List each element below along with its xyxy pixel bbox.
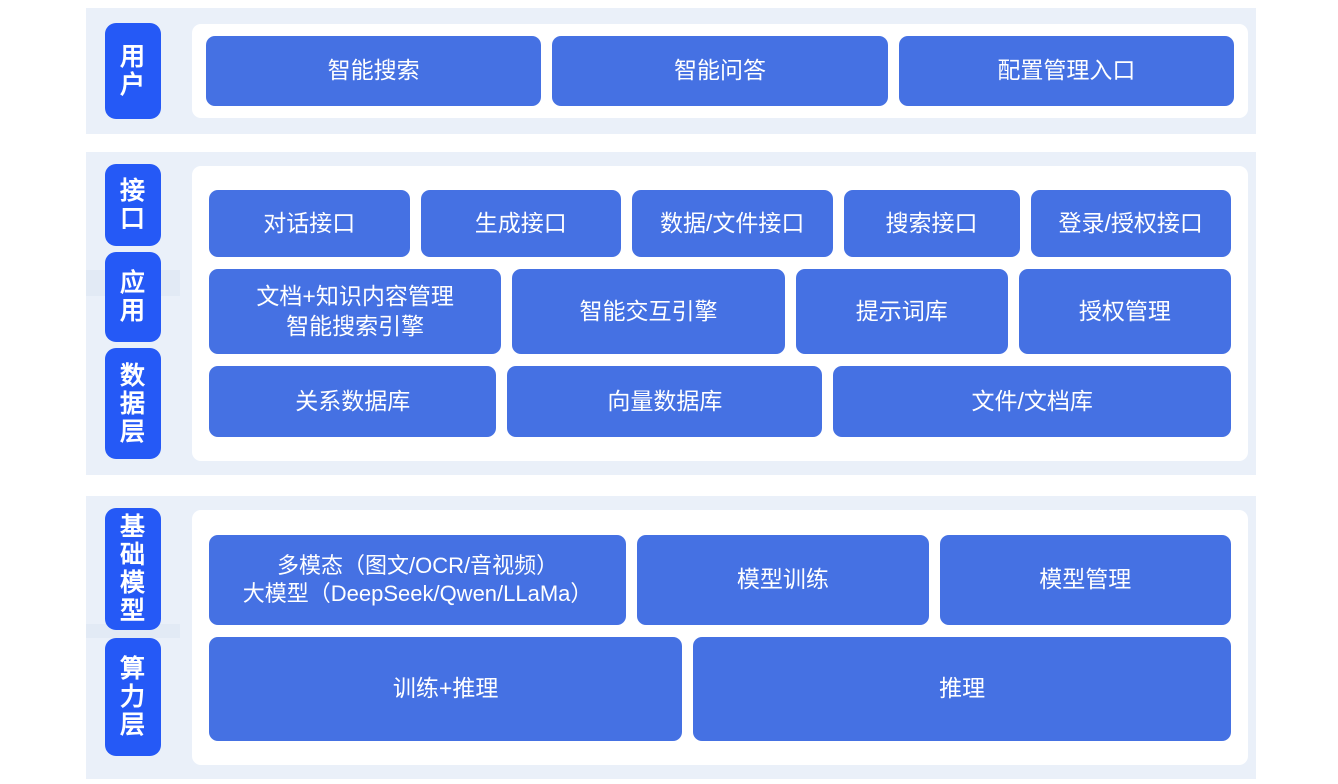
row-compute: 训练+推理 推理 [209, 636, 1231, 741]
rail-label-interface: 接口 [105, 164, 161, 246]
row-user-entry: 智能搜索 智能问答 配置管理入口 [206, 36, 1234, 106]
tile-smart-qa[interactable]: 智能问答 [552, 36, 888, 106]
tile-generation-api[interactable]: 生成接口 [420, 190, 621, 257]
tile-smart-interaction-engine[interactable]: 智能交互引擎 [512, 269, 785, 354]
card-middle: 对话接口 生成接口 数据/文件接口 搜索接口 登录/授权接口 文档+知识内容管理… [192, 166, 1248, 461]
row-application: 文档+知识内容管理 智能搜索引擎 智能交互引擎 提示词库 授权管理 [209, 269, 1232, 354]
row-interface: 对话接口 生成接口 数据/文件接口 搜索接口 登录/授权接口 [209, 190, 1231, 257]
tile-prompt-library[interactable]: 提示词库 [795, 269, 1008, 354]
rail-label-foundation-model: 基础模型 [105, 508, 161, 630]
row-foundation-model: 多模态（图文/OCR/音视频） 大模型（DeepSeek/Qwen/LLaMa）… [209, 534, 1231, 625]
label-rail-middle: 接口 应用 数据层 [86, 152, 180, 475]
tile-doc-knowledge-content-management[interactable]: 文档+知识内容管理 智能搜索引擎 [209, 269, 502, 354]
tile-multimodal-large-model[interactable]: 多模态（图文/OCR/音视频） 大模型（DeepSeek/Qwen/LLaMa） [209, 534, 627, 625]
tile-login-auth-api[interactable]: 登录/授权接口 [1030, 190, 1231, 257]
label-rail-user: 用户 [86, 8, 180, 134]
rail-label-user: 用户 [105, 23, 161, 119]
card-user: 智能搜索 智能问答 配置管理入口 [192, 24, 1248, 118]
tile-smart-search[interactable]: 智能搜索 [206, 36, 542, 106]
tile-data-file-api[interactable]: 数据/文件接口 [632, 190, 833, 257]
row-data-layer: 关系数据库 向量数据库 文件/文档库 [209, 366, 1231, 437]
tile-config-management-entry[interactable]: 配置管理入口 [898, 36, 1234, 106]
section-middle: 接口 应用 数据层 对话接口 生成接口 数据/文件接口 搜索接口 登录/授权接口… [86, 152, 1256, 475]
tile-relational-database[interactable]: 关系数据库 [209, 366, 497, 437]
tile-vector-database[interactable]: 向量数据库 [507, 366, 823, 437]
tile-search-api[interactable]: 搜索接口 [843, 190, 1020, 257]
rail-label-compute-layer: 算力层 [105, 638, 161, 756]
rail-label-data-layer: 数据层 [105, 348, 161, 459]
label-rail-base: 基础模型 算力层 [86, 496, 180, 779]
tile-inference[interactable]: 推理 [693, 636, 1231, 741]
tile-file-document-store[interactable]: 文件/文档库 [833, 366, 1231, 437]
tile-authorization-management[interactable]: 授权管理 [1018, 269, 1232, 354]
rail-label-application: 应用 [105, 252, 161, 342]
section-user: 用户 智能搜索 智能问答 配置管理入口 [86, 8, 1256, 134]
tile-dialog-api[interactable]: 对话接口 [209, 190, 410, 257]
card-base: 多模态（图文/OCR/音视频） 大模型（DeepSeek/Qwen/LLaMa）… [192, 510, 1248, 765]
tile-model-management[interactable]: 模型管理 [939, 534, 1231, 625]
tile-model-training[interactable]: 模型训练 [637, 534, 929, 625]
section-base: 基础模型 算力层 多模态（图文/OCR/音视频） 大模型（DeepSeek/Qw… [86, 496, 1256, 779]
tile-training-plus-inference[interactable]: 训练+推理 [209, 636, 683, 741]
